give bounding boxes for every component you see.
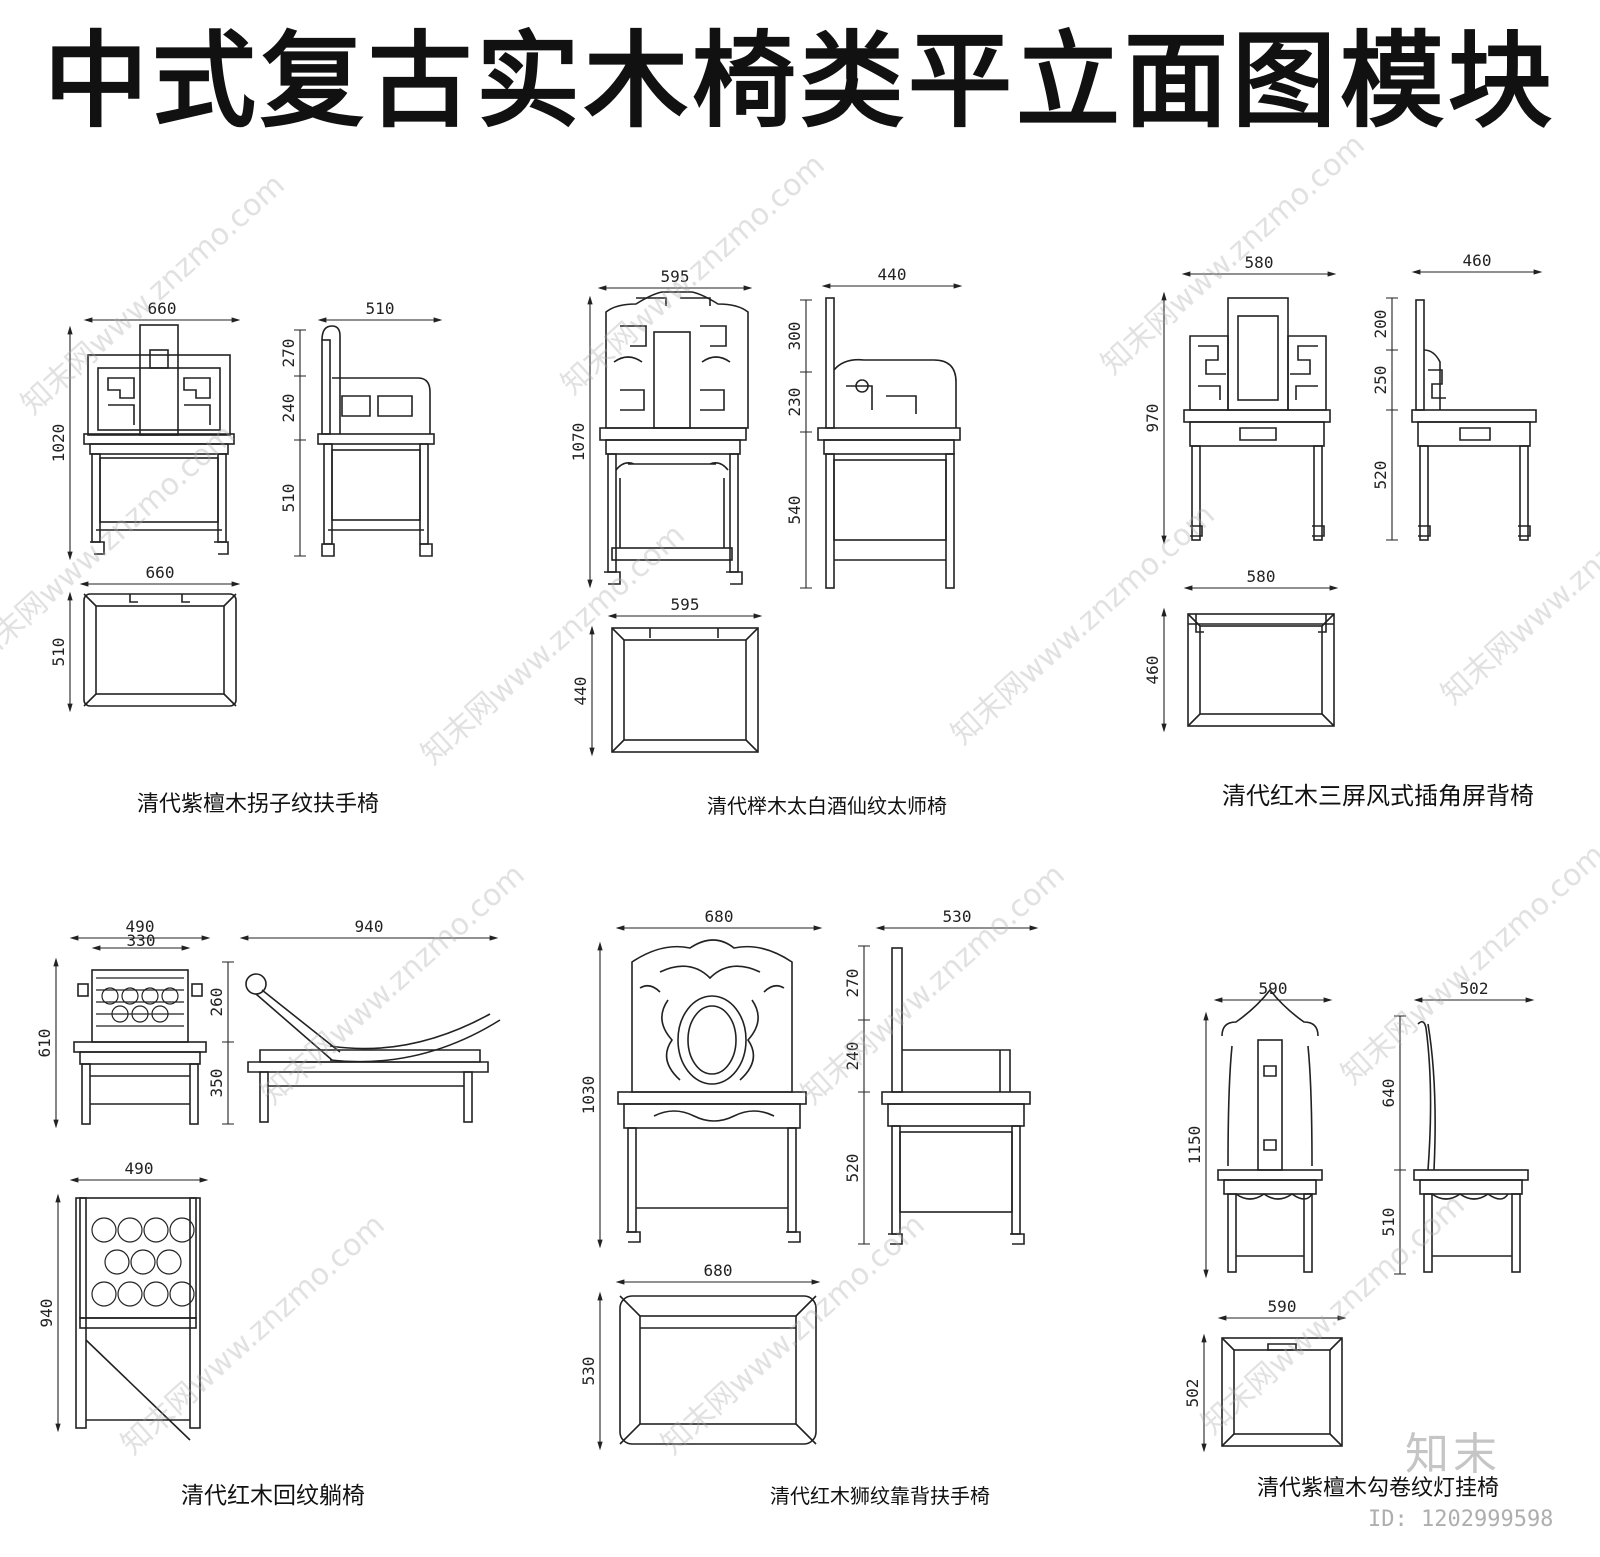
- chair-1-plan-depth: 510: [49, 638, 68, 667]
- chair-3-side-depth: 460: [1463, 251, 1492, 270]
- chair-3-back-top: 200: [1371, 310, 1390, 339]
- chair-4-plan-width: 490: [125, 1159, 154, 1178]
- chair-3-seat-height: 520: [1371, 461, 1390, 490]
- chair-5-side-depth: 530: [943, 907, 972, 926]
- chair-2-side-depth: 440: [878, 265, 907, 284]
- chair-2-front-width: 595: [661, 267, 690, 286]
- chair-2-back-top: 300: [785, 322, 804, 351]
- chair-4-plan: [75, 1197, 201, 1441]
- chair-1-front-elevation: [83, 324, 235, 555]
- page-title: 中式复古实木椅类平立面图模块: [43, 20, 1556, 142]
- chair-1-height: 1020: [49, 424, 68, 463]
- chair-5-plan-depth: 530: [579, 1357, 598, 1386]
- chair-3-front-elevation: [1183, 297, 1331, 541]
- chair-6-front-width: 590: [1259, 979, 1288, 998]
- chair-1-seat-height: 510: [279, 484, 298, 513]
- chair-1-side-elevation: [317, 325, 435, 557]
- chair-5-back-mid: 240: [843, 1042, 862, 1071]
- chair-2-seat-height: 540: [785, 496, 804, 525]
- chair-2-caption: 清代榉木太白酒仙纹太师椅: [707, 794, 947, 818]
- chair-1-back-mid: 240: [279, 394, 298, 423]
- chair-3-side-elevation: [1411, 299, 1537, 541]
- chair-3-plan: [1187, 613, 1335, 727]
- chair-4-plan-depth: 940: [37, 1299, 56, 1328]
- chair-2-plan-width: 595: [671, 595, 700, 614]
- chair-4-side-depth: 940: [355, 917, 384, 936]
- chair-2-plan: [611, 627, 759, 753]
- chair-3-height: 970: [1143, 404, 1162, 433]
- chair-3-caption: 清代红木三屏风式插角屏背椅: [1222, 782, 1534, 810]
- brand-logo: 知末: [1405, 1429, 1501, 1480]
- chair-5-plan: [619, 1295, 817, 1445]
- chair-2-side-elevation: [817, 297, 961, 589]
- chair-2-height: 1070: [569, 423, 588, 462]
- chair-5-back-top: 270: [843, 969, 862, 998]
- chair-1-caption: 清代紫檀木拐子纹扶手椅: [136, 792, 380, 817]
- chair-6-plan-depth: 502: [1183, 1379, 1202, 1408]
- chair-1-plan: [83, 593, 237, 707]
- image-id: ID: 1202999598: [1368, 1507, 1554, 1532]
- chair-6-back-top: 640: [1379, 1079, 1398, 1108]
- chair-6-seat-height: 510: [1379, 1208, 1398, 1237]
- chair-1-back-top: 270: [279, 339, 298, 368]
- chair-3-back-mid: 250: [1371, 366, 1390, 395]
- chair-5-plan-width: 680: [704, 1261, 733, 1280]
- chair-4-front-elevation: [73, 969, 207, 1125]
- chair-6-plan: [1221, 1337, 1343, 1447]
- chair-5-height: 1030: [579, 1076, 598, 1115]
- chair-4-height: 610: [35, 1029, 54, 1058]
- chair-5-side-elevation: [881, 947, 1031, 1245]
- chair-6-front-elevation: [1217, 988, 1323, 1273]
- chair-6-plan-width: 590: [1268, 1297, 1297, 1316]
- chair-2-plan-depth: 440: [571, 677, 590, 706]
- chair-5-seat-height: 520: [843, 1154, 862, 1183]
- chair-3-plan-width: 580: [1247, 567, 1276, 586]
- chair-6-caption: 清代紫檀木勾卷纹灯挂椅: [1256, 1476, 1500, 1501]
- chair-3-plan-depth: 460: [1143, 656, 1162, 685]
- chair-4-seat-height: 350: [207, 1069, 226, 1098]
- chair-2-front-elevation: [599, 291, 749, 585]
- chair-1-plan-width: 660: [146, 563, 175, 582]
- chair-6-height: 1150: [1185, 1126, 1204, 1165]
- chair-2-back-mid: 230: [785, 388, 804, 417]
- chair-6-side-elevation: [1413, 1020, 1529, 1273]
- chair-5-caption: 清代红木狮纹靠背扶手椅: [770, 1484, 990, 1508]
- chair-4-front-inner: 330: [127, 931, 156, 950]
- chair-5-front-elevation: [617, 939, 807, 1243]
- chair-4-side-elevation: [245, 973, 501, 1123]
- chair-4-back-top: 260: [207, 988, 226, 1017]
- chair-4-front-width: 490: [126, 917, 155, 936]
- chair-1-front-width: 660: [148, 299, 177, 318]
- chair-4-caption: 清代红木回纹躺椅: [181, 1483, 365, 1509]
- chair-6-side-depth: 502: [1460, 979, 1489, 998]
- chair-3-front-width: 580: [1245, 253, 1274, 272]
- chair-5-front-width: 680: [705, 907, 734, 926]
- chair-1-side-depth: 510: [366, 299, 395, 318]
